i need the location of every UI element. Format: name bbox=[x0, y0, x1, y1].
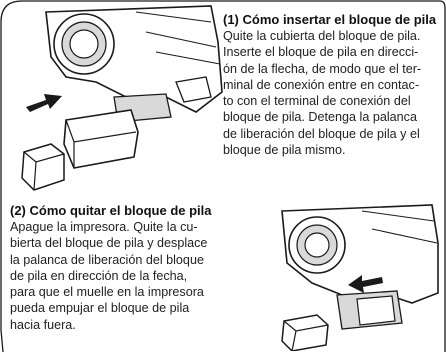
insert-line: bloque de pila mismo. bbox=[223, 143, 346, 158]
insert-line: ón de la flecha, de modo que el ter- bbox=[223, 61, 422, 76]
insert-section: (1) Cómo insertar el bloque de pila Quit… bbox=[223, 12, 441, 158]
insert-line: Quite la cubierta del bloque de pila. bbox=[223, 29, 421, 43]
remove-line: Apague la impresora. Quite la cu- bbox=[10, 220, 198, 234]
insert-body: Quite la cubierta del bloque de pila. In… bbox=[223, 28, 441, 158]
remove-battery-illustration bbox=[281, 204, 439, 351]
remove-line: hacia fuera. bbox=[10, 317, 76, 332]
insert-line: de liberación del bloque de pila y el bbox=[223, 126, 420, 141]
remove-line: pueda empujar el bloque de pila bbox=[10, 301, 190, 316]
remove-heading: (2) Cómo quitar el bloque de pila bbox=[10, 203, 212, 218]
insert-line: minal de conexión entre en contac- bbox=[223, 77, 420, 92]
insert-heading: (1) Cómo insertar el bloque de pila bbox=[223, 12, 437, 27]
remove-body: Apague la impresora. Quite la cu- bierta… bbox=[10, 219, 258, 333]
insert-line: bloque de pila. Detenga la palanca bbox=[223, 110, 417, 125]
remove-line: la palanca de liberación del bloque bbox=[10, 252, 204, 267]
insert-line: to con el terminal de conexión del bbox=[223, 94, 411, 109]
insert-line: Inserte el bloque de pila en direcci- bbox=[223, 45, 419, 60]
remove-line: bierta del bloque de pila y desplace bbox=[10, 236, 208, 251]
remove-line: para que el muelle en la impresora bbox=[10, 285, 204, 300]
insert-battery-illustration bbox=[21, 5, 223, 191]
remove-section: (2) Cómo quitar el bloque de pila Apague… bbox=[10, 203, 258, 333]
remove-line: de pila en dirección de la fecha, bbox=[10, 268, 188, 283]
